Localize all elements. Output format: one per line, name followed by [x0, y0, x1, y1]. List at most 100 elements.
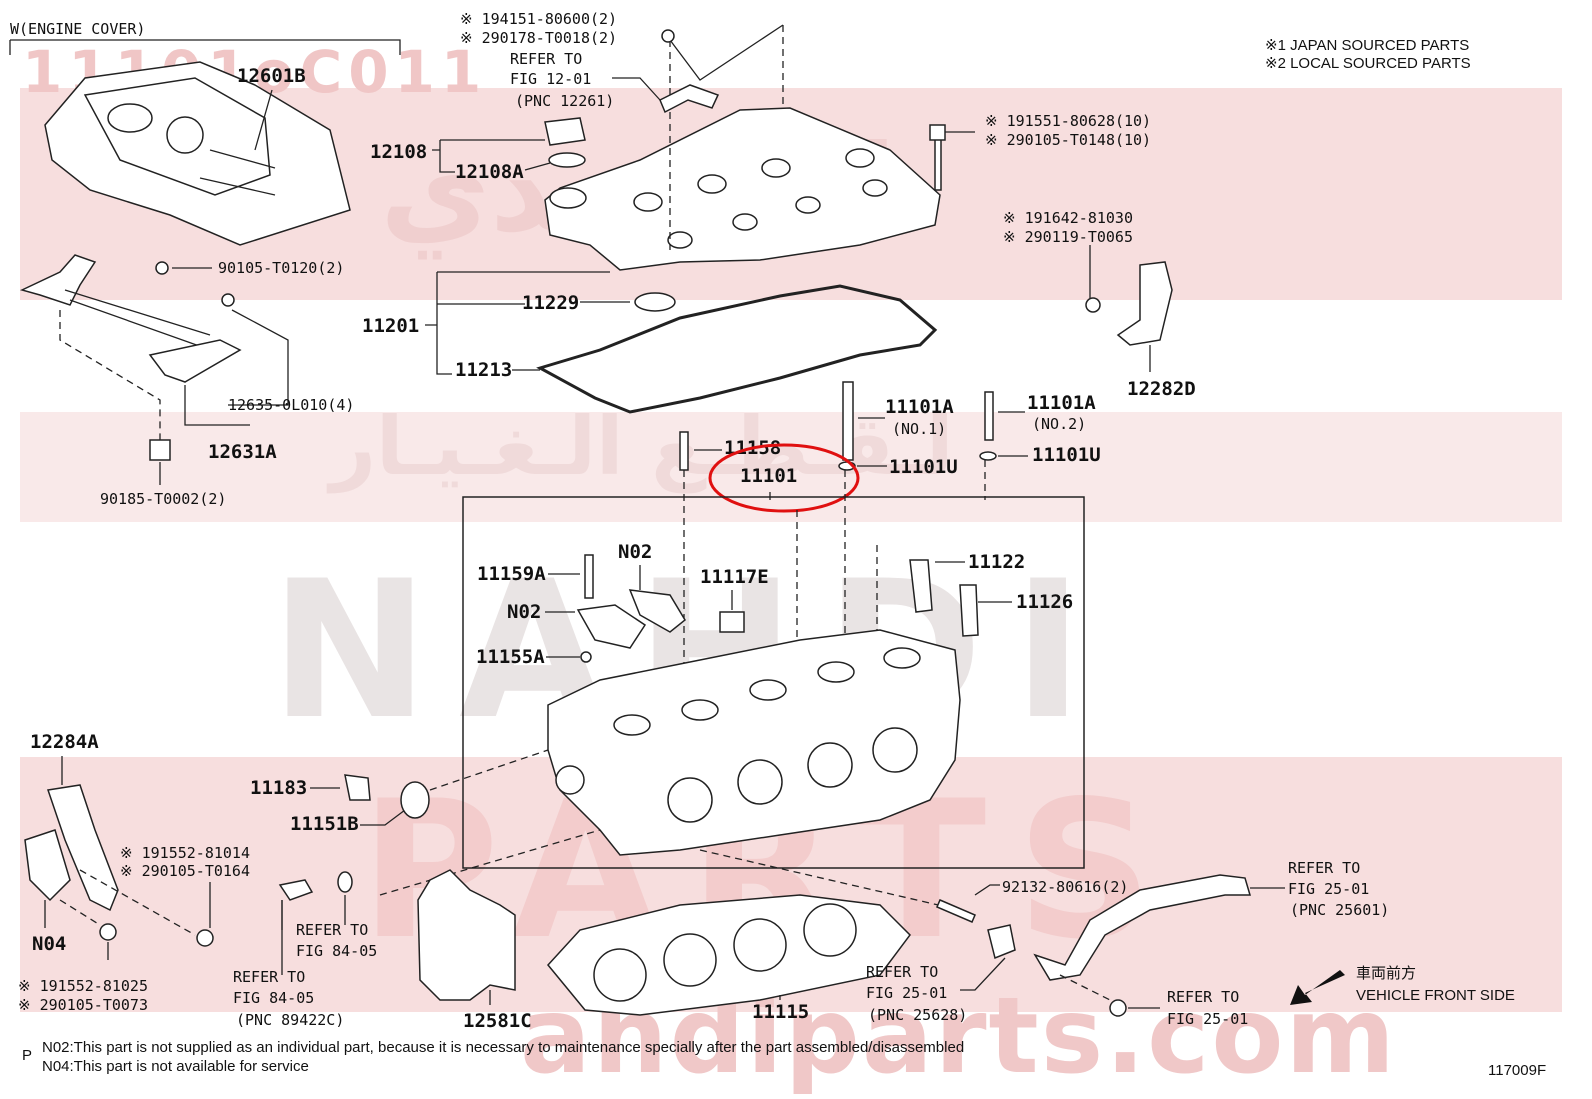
bolt-dashed-guides	[683, 460, 986, 740]
label-11183: 11183	[250, 777, 307, 799]
label-290105-T0148: ※ 290105-T0148(10)	[985, 131, 1151, 149]
label-N04: N04	[32, 933, 66, 955]
label-11126: 11126	[1016, 591, 1073, 613]
footnote-n02: N02:This part is not supplied as an indi…	[42, 1039, 964, 1056]
bolt-90105-T0120-part	[155, 261, 169, 275]
leader-11201	[425, 271, 610, 375]
guide-11126-part	[959, 584, 979, 637]
label-191642: ※ 191642-81030	[1003, 209, 1133, 227]
bracket-12282D-part	[1116, 261, 1173, 346]
label-290105-T0073: ※ 290105-T0073	[18, 996, 148, 1014]
leader-12601B	[254, 89, 273, 151]
plug-11117E-part	[719, 611, 745, 633]
label-no2: (NO.2)	[1032, 415, 1086, 433]
watermark-band-middle	[20, 412, 1562, 522]
footnote-n04: N04:This part is not available for servi…	[42, 1058, 309, 1075]
label-11159A: 11159A	[477, 563, 546, 585]
label-12601B: 12601B	[237, 65, 306, 87]
bracket-dashed-guide	[59, 310, 161, 440]
leader-12631A	[184, 385, 250, 426]
label-92132: 92132-80616(2)	[1002, 878, 1128, 896]
pipe-dashed-guide	[1059, 974, 1111, 1001]
guide-11122-part	[909, 559, 933, 613]
label-12108: 12108	[370, 141, 427, 163]
cylinder-head-frame	[462, 496, 1085, 869]
seal-11151B-part	[400, 781, 430, 819]
label-290178: ※ 290178-T0018(2)	[460, 29, 617, 47]
cover-12581C-part	[417, 869, 516, 1001]
seal-11229-part	[634, 292, 676, 312]
front-label-en: VEHICLE FRONT SIDE	[1356, 987, 1515, 1004]
label-12282D: 12282D	[1127, 378, 1196, 400]
engine-cover-bracket	[9, 39, 401, 55]
refer-25-b-line2: FIG 25-01	[866, 984, 947, 1002]
leader-11151B	[360, 809, 406, 826]
label-90105-T0120: 90105-T0120(2)	[218, 259, 344, 277]
gasket-dashed-guide	[699, 849, 961, 911]
label-11155A: 11155A	[476, 646, 545, 668]
leader-12635	[228, 309, 289, 406]
pin-11155A-part	[580, 651, 592, 663]
head-gasket-11115-part	[547, 894, 911, 1016]
oil-filler-cap-part	[544, 117, 586, 168]
cover-bracket	[669, 24, 784, 81]
refer-25-c-line2: FIG 25-01	[1167, 1010, 1248, 1028]
label-11122: 11122	[968, 551, 1025, 573]
refer-84-a-line2: FIG 84-05	[296, 942, 377, 960]
refer-25-a-line1: REFER TO	[1288, 859, 1360, 877]
label-11101A-no1: 11101A	[885, 396, 954, 418]
head-bolt-no2-part	[984, 391, 994, 441]
cam-cap-N02-b-part	[576, 604, 647, 649]
label-12581C: 12581C	[463, 1010, 532, 1032]
label-191551: ※ 191551-80628(10)	[985, 112, 1151, 130]
label-11201: 11201	[362, 315, 419, 337]
front-label-jp: 車両前方	[1356, 965, 1416, 982]
label-11101A-no2: 11101A	[1027, 392, 1096, 414]
leader-12108A	[524, 162, 551, 171]
label-12108A: 12108A	[455, 161, 524, 183]
label-290119: ※ 290119-T0065	[1003, 228, 1133, 246]
label-191552-81025: ※ 191552-81025	[18, 977, 148, 995]
bolt-191552-81014-part	[196, 929, 214, 947]
stud-12635-part	[221, 293, 235, 307]
label-11101U-1: 11101U	[889, 456, 958, 478]
label-90185: 90185-T0002(2)	[100, 490, 226, 508]
vehicle-front-arrow-icon	[1290, 970, 1345, 1005]
legend-japan: ※1 JAPAN SOURCED PARTS	[1265, 37, 1469, 54]
refer-top-line2: FIG 12-01	[510, 70, 591, 88]
label-11117E: 11117E	[700, 566, 769, 588]
refer-84-b-pnc: (PNC 89422C)	[236, 1011, 344, 1029]
label-N02-b: N02	[507, 601, 541, 623]
pcv-hose-part	[659, 84, 720, 114]
bolt-191552-81025-part	[99, 923, 117, 941]
legend-local: ※2 LOCAL SOURCED PARTS	[1265, 55, 1471, 72]
engine-cover-label: W(ENGINE COVER)	[10, 20, 145, 38]
cover-dashed-guides	[669, 25, 784, 250]
label-11229: 11229	[522, 292, 579, 314]
hanger-dashed-guides	[59, 869, 196, 936]
refer-84-a-line1: REFER TO	[296, 921, 368, 939]
highlight-circle-11101	[708, 443, 860, 513]
engine-cover-part	[44, 61, 351, 246]
label-11101: 11101	[740, 465, 797, 487]
label-11213: 11213	[455, 359, 512, 381]
nut-25-01-part	[1109, 999, 1127, 1017]
refer-25-b-pnc: (PNC 25628)	[868, 1006, 967, 1024]
stud-11158-part	[679, 431, 689, 471]
refer-25-a-pnc: (PNC 25601)	[1290, 901, 1389, 919]
label-11101U-2: 11101U	[1032, 444, 1101, 466]
refer-top-pnc: (PNC 12261)	[515, 92, 614, 110]
refer-84-b-line2: FIG 84-05	[233, 989, 314, 1007]
washer-11101U-2-part	[979, 451, 997, 461]
cover-nut-part	[661, 29, 675, 43]
cylinder-head-part	[547, 629, 961, 856]
footer-p-mark: P	[22, 1047, 32, 1064]
bolt-191642-part	[1085, 297, 1101, 313]
plate-N04-part	[24, 829, 71, 902]
head-bolt-no1-part	[842, 381, 854, 461]
leader-refer-25-b	[960, 957, 1006, 991]
leader-refer-top	[612, 77, 661, 101]
figure-code: 117009F	[1488, 1062, 1546, 1079]
label-no1: (NO.1)	[892, 420, 946, 438]
